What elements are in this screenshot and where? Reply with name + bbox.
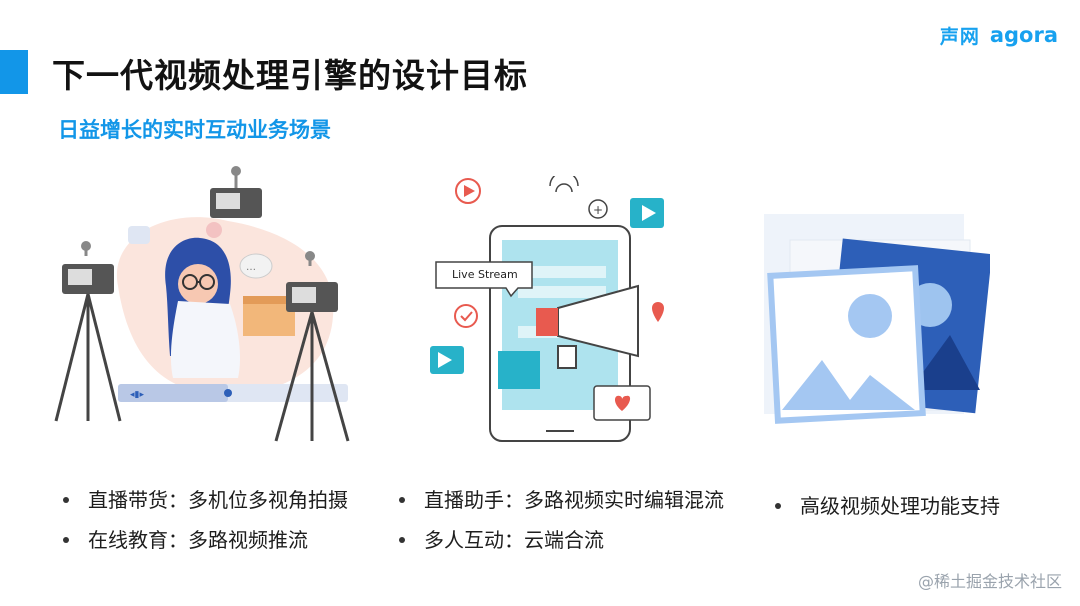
- svg-text:…: …: [246, 262, 256, 273]
- bullet-dot: [399, 537, 405, 543]
- watermark: @稀土掘金技术社区: [917, 572, 1062, 591]
- bullet-dot: [63, 537, 69, 543]
- bullet-dot: [399, 497, 405, 503]
- list-item: 在线教育：多路视频推流: [60, 528, 348, 552]
- bullet-text: 直播助手：多路视频实时编辑混流: [424, 488, 724, 512]
- brand-name-en: agora: [989, 23, 1058, 47]
- live-stream-bubble-text: Live Stream: [452, 268, 518, 281]
- bullet-list-middle: 直播助手：多路视频实时编辑混流 多人互动：云端合流: [396, 488, 724, 568]
- brand-name-cn: 声网: [939, 25, 980, 48]
- multi-camera-icon: ◂▮▸: [54, 166, 350, 442]
- title-accent-bar: [0, 50, 28, 94]
- live-commerce-illustration: ◂▮▸: [48, 166, 358, 446]
- bullet-dot: [775, 503, 781, 509]
- bullet-text: 在线教育：多路视频推流: [88, 528, 308, 552]
- bullet-text: 多人互动：云端合流: [424, 528, 604, 552]
- bullet-list-right: 高级视频处理功能支持: [772, 494, 1000, 534]
- svg-text:+: +: [593, 203, 603, 217]
- live-assistant-illustration: Live Stream +: [418, 176, 708, 446]
- bullet-text: 直播带货：多机位多视角拍摄: [88, 488, 348, 512]
- page-title: 下一代视频处理引擎的设计目标: [52, 56, 528, 95]
- bullet-list-left: 直播带货：多机位多视角拍摄 在线教育：多路视频推流: [60, 488, 348, 568]
- phone-megaphone-icon: Live Stream +: [430, 176, 664, 442]
- bullet-dot: [63, 497, 69, 503]
- image-stack-icon: [764, 214, 990, 424]
- page-subtitle: 日益增长的实时互动业务场景: [58, 118, 331, 142]
- advanced-processing-illustration: [760, 210, 990, 440]
- list-item: 直播助手：多路视频实时编辑混流: [396, 488, 724, 512]
- svg-text:◂▮▸: ◂▮▸: [130, 390, 144, 400]
- brand-logo: 声网 agora: [940, 22, 1058, 48]
- list-item: 高级视频处理功能支持: [772, 494, 1000, 518]
- bullet-text: 高级视频处理功能支持: [800, 494, 1000, 518]
- list-item: 直播带货：多机位多视角拍摄: [60, 488, 348, 512]
- list-item: 多人互动：云端合流: [396, 528, 724, 552]
